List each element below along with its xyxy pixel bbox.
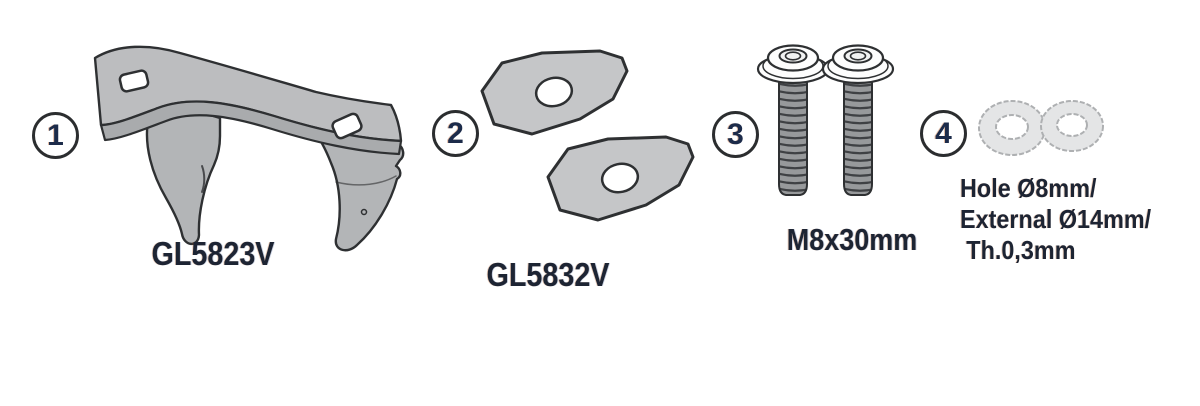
- washer-spec-line-hole: Hole Ø8mm/: [960, 173, 1097, 203]
- washer-spec-line-thickness: Th.0,3mm: [966, 235, 1076, 265]
- part-label-plates: GL5832V: [486, 256, 610, 293]
- part-number-badge-3: 3: [712, 111, 759, 158]
- flat-washers-illustration: [978, 100, 1104, 156]
- flanged-screws-illustration: [756, 44, 895, 197]
- mounting-bracket-illustration: [93, 45, 405, 252]
- adapter-plates-illustration: [480, 49, 695, 222]
- part-number-badge-4: 4: [920, 110, 967, 157]
- washer-spec-line-external: External Ø14mm/: [960, 204, 1152, 234]
- washer-spec-text: Hole Ø8mm/ External Ø14mm/ Th.0,3mm: [960, 173, 1151, 266]
- part-number-badge-1: 1: [32, 112, 79, 159]
- part-label-screws: M8x30mm: [786, 222, 918, 257]
- part-number-badge-2: 2: [432, 110, 479, 157]
- part-label-bracket: GL5823V: [151, 235, 275, 272]
